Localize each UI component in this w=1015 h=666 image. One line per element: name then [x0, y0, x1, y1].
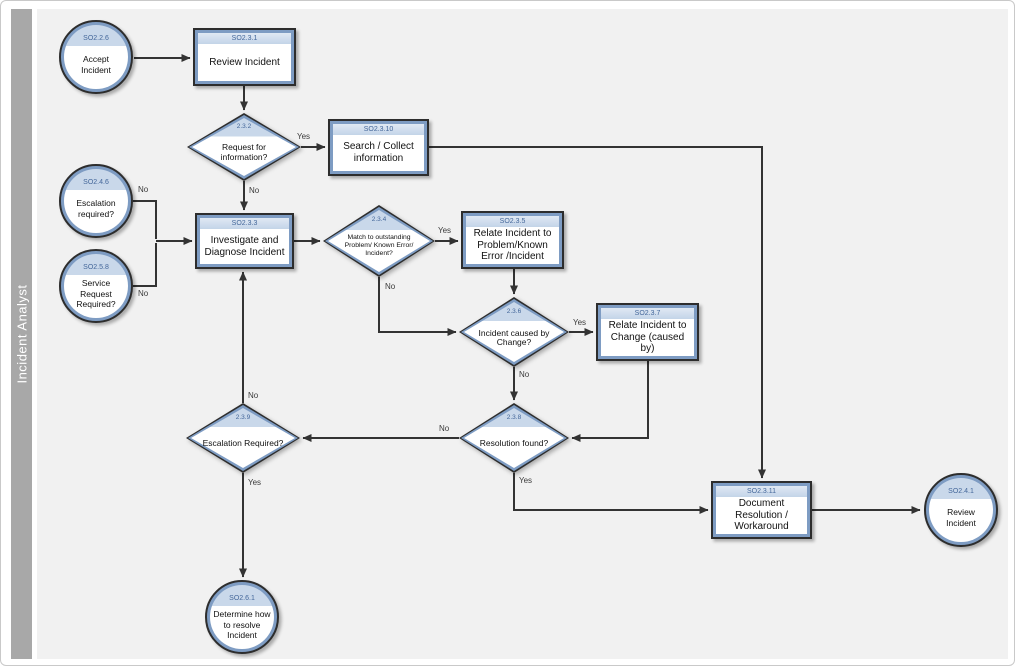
- node-match-outstanding: 2.3.4 Match to outstanding Problem/ Know…: [323, 205, 435, 277]
- node-id: SO2.6.1: [229, 594, 255, 602]
- node-label: Relate Incident to Problem/Known Error /…: [473, 227, 552, 263]
- node-id: SO2.4.6: [83, 178, 109, 186]
- node-label: Determine how to resolve Incident: [213, 609, 271, 640]
- edge-label-yes: Yes: [519, 476, 533, 485]
- edge-label-yes: Yes: [297, 132, 311, 141]
- edge-label-no: No: [138, 289, 149, 298]
- node-document-resolution: SO2.3.11 Document Resolution / Workaroun…: [711, 481, 812, 539]
- node-id: SO2.5.8: [83, 263, 109, 271]
- edge-label-no: No: [519, 370, 530, 379]
- node-determine-how-to-resolve: SO2.6.1 Determine how to resolve Inciden…: [205, 580, 279, 654]
- node-id: SO2.3.1: [198, 33, 291, 44]
- node-id: SO2.4.1: [948, 487, 974, 495]
- edge-label-yes: Yes: [248, 478, 262, 487]
- node-label: Accept Incident: [81, 54, 111, 75]
- node-label: Investigate and Diagnose Incident: [204, 234, 285, 258]
- node-label: Document Resolution / Workaround: [734, 497, 789, 533]
- node-review-incident: SO2.3.1 Review Incident: [193, 28, 296, 86]
- node-label: Escalation required?: [76, 198, 116, 219]
- node-escalation-required-start: SO2.4.6 Escalation required?: [59, 164, 133, 238]
- swimlane-label: Incident Analyst: [14, 284, 29, 384]
- node-review-incident-end: SO2.4.1 Review Incident: [924, 473, 998, 547]
- node-label: Review Incident: [209, 56, 280, 68]
- node-investigate-diagnose: SO2.3.3 Investigate and Diagnose Inciden…: [195, 213, 294, 269]
- node-id: SO2.3.3: [200, 218, 289, 229]
- node-id: SO2.3.11: [716, 486, 807, 497]
- edge-label-no: No: [249, 186, 260, 195]
- edge-label-no: No: [439, 424, 450, 433]
- node-relate-incident-change: SO2.3.7 Relate Incident to Change (cause…: [596, 303, 699, 361]
- node-label: Relate Incident to Change (caused by): [608, 319, 687, 355]
- node-label: Match to outstanding Problem/ Known Erro…: [344, 234, 414, 257]
- node-id: 2.3.6: [506, 307, 522, 315]
- node-id: 2.3.2: [236, 123, 252, 131]
- node-id: SO2.3.5: [466, 216, 559, 227]
- node-label: Incident caused by Change?: [478, 327, 550, 348]
- node-label: Request for information?: [220, 142, 268, 163]
- node-id: 2.3.4: [371, 215, 387, 223]
- node-incident-caused-by-change: 2.3.6 Incident caused by Change?: [459, 297, 569, 367]
- node-label: Resolution found?: [479, 438, 549, 449]
- node-escalation-required-decision: 2.3.9 Escalation Required?: [186, 403, 300, 473]
- node-relate-incident-problem: SO2.3.5 Relate Incident to Problem/Known…: [461, 211, 564, 269]
- edge-label-yes: Yes: [573, 318, 587, 327]
- edge-label-no: No: [248, 391, 259, 400]
- node-label: Service Request Required?: [76, 278, 116, 309]
- node-label: Review Incident: [946, 507, 976, 528]
- node-request-for-information: 2.3.2 Request for information?: [187, 113, 301, 181]
- edge-label-yes: Yes: [438, 226, 452, 235]
- node-accept-incident: SO2.2.6 Accept Incident: [59, 20, 133, 94]
- node-id: SO2.3.10: [333, 124, 424, 135]
- node-id: 2.3.8: [506, 413, 522, 421]
- swimlane-incident-analyst: Incident Analyst: [11, 9, 32, 659]
- node-service-request-required: SO2.5.8 Service Request Required?: [59, 249, 133, 323]
- node-search-collect-information: SO2.3.10 Search / Collect information: [328, 119, 429, 176]
- edge-label-no: No: [385, 282, 396, 291]
- node-resolution-found: 2.3.8 Resolution found?: [459, 403, 569, 473]
- node-label: Search / Collect information: [343, 141, 414, 164]
- edge-label-no: No: [138, 185, 149, 194]
- node-id: SO2.3.7: [601, 308, 694, 319]
- node-id: 2.3.9: [235, 413, 251, 421]
- node-label: Escalation Required?: [202, 438, 284, 449]
- node-id: SO2.2.6: [83, 34, 109, 42]
